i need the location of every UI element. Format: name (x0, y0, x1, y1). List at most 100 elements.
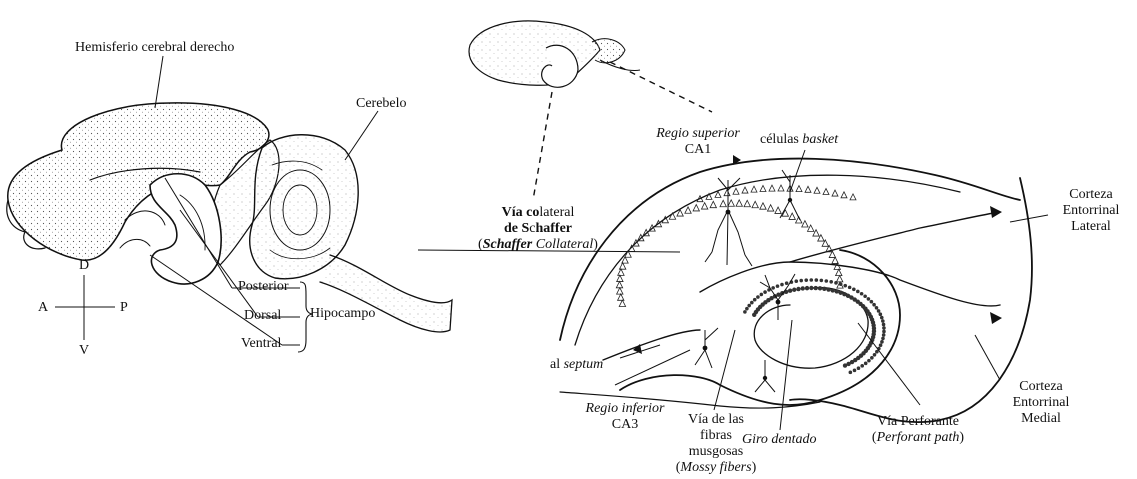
granule-cell-dot (825, 279, 829, 283)
granule-cell-dot (860, 364, 864, 368)
mossy-close: ) (752, 460, 757, 475)
granule-cell-dot (750, 301, 754, 305)
compass-v: V (76, 343, 92, 359)
ca3-code: CA3 (570, 417, 680, 433)
pyramidal-cell-mark (618, 294, 624, 300)
granule-cell-dot (853, 369, 857, 373)
granule-cell-dot (880, 340, 884, 344)
granule-cell-dot (870, 356, 874, 360)
label-ca1: Regio superior CA1 (648, 126, 748, 158)
pyramidal-cell-mark (850, 194, 856, 200)
pyramidal-cell-mark (751, 186, 757, 192)
cortex-medial-2: Entorrinal (1000, 395, 1082, 411)
granule-cell-dot (843, 363, 847, 367)
pyramidal-cell-mark (619, 263, 625, 269)
neuron-somas (703, 198, 793, 380)
right-leader-lines (418, 150, 1048, 430)
granule-cell-dot (882, 326, 886, 330)
granule-cell-dot (809, 278, 813, 282)
granule-cell-dot (856, 290, 860, 294)
cortex-lateral-1: Corteza (1050, 187, 1132, 203)
granule-cell-dot (753, 298, 757, 302)
ca1-region: Regio superior (648, 126, 748, 142)
label-posterior: Posterior (238, 279, 289, 295)
label-hemisphere: Hemisferio cerebral derecho (75, 40, 234, 56)
granule-cell-dot (785, 281, 789, 285)
pyramidal-cell-mark (728, 200, 734, 206)
pyramidal-cell-mark (775, 207, 781, 213)
granule-cell-dot (863, 294, 867, 298)
brain-thumbnail (469, 21, 640, 87)
granule-cell-dot (771, 286, 775, 290)
pyramidal-cell-mark (769, 185, 775, 191)
pyramidal-cell-mark (618, 269, 624, 275)
cortex-medial-3: Medial (1000, 411, 1082, 427)
pyramidal-cell-mark (808, 225, 814, 231)
pyramidal-cell-mark (832, 190, 838, 196)
pyramidal-cell-mark (814, 187, 820, 193)
label-cortex-medial: Corteza Entorrinal Medial (1000, 379, 1082, 427)
pyramidal-cell-mark (744, 200, 750, 206)
granule-cell-dot (879, 343, 883, 347)
compass-d: D (76, 258, 92, 274)
granule-cell-dot (870, 300, 874, 304)
pyramidal-cell-mark (701, 203, 707, 209)
mossy-line1: Vía de las (666, 412, 766, 428)
cortex-lateral-2: Entorrinal (1050, 203, 1132, 219)
granule-cell-dot (882, 323, 886, 327)
schaffer-italic-bold: Schaffer (483, 237, 533, 252)
granule-cell-dot (743, 310, 747, 314)
granule-cell-dot (780, 283, 784, 287)
granule-cell-dot (826, 287, 830, 291)
granule-cell-dot (857, 366, 861, 370)
granule-cell-dot (792, 288, 796, 292)
pyramidal-cell-mark (736, 200, 742, 206)
granule-cell-dot (867, 359, 871, 363)
pyramidal-cell-mark (836, 275, 842, 281)
granule-cell-dot (763, 290, 767, 294)
label-dorsal: Dorsal (244, 308, 281, 324)
hippocampus-shape (150, 174, 221, 284)
pyramidal-cell-mark (685, 207, 691, 213)
pyramidal-cell-mark (802, 221, 808, 227)
granule-cell-dot (809, 286, 813, 290)
label-dentate-gyrus: Giro dentado (742, 432, 817, 448)
pyramidal-cell-mark (752, 201, 758, 207)
brain-drawing (7, 103, 452, 332)
dentate-granule-layer (743, 278, 886, 374)
schaffer-close: ) (593, 237, 598, 252)
label-cerebellum: Cerebelo (356, 96, 407, 112)
label-perforant-path: Vía Perforante (Perforant path) (848, 414, 988, 446)
granule-cell-dot (864, 362, 868, 366)
label-ventral: Ventral (241, 336, 281, 352)
label-schaffer: Vía colateral de Schaffer (Schaffer Coll… (448, 205, 628, 253)
granule-cell-dot (747, 304, 751, 308)
cortex-lateral-3: Lateral (1050, 219, 1132, 235)
granule-cell-dot (880, 316, 884, 320)
granule-cell-dot (881, 337, 885, 341)
pyramidal-cell-mark (616, 281, 622, 287)
septum-italic: septum (564, 357, 604, 372)
pyramidal-cell-mark (834, 263, 840, 269)
ca1-code: CA1 (648, 142, 748, 158)
schaffer-line2: de Schaffer (448, 221, 628, 237)
granule-cell-dot (822, 287, 826, 291)
pyramidal-cell-mark (841, 192, 847, 198)
granule-cell-dot (830, 288, 834, 292)
granule-cell-dot (882, 330, 886, 334)
pyramidal-cell-mark (710, 201, 716, 207)
pyramidal-cell-mark (619, 300, 625, 306)
pyramidal-cell-mark (720, 200, 726, 206)
schaffer-bold-3: haffer (535, 221, 572, 236)
pyramidal-cell-mark (767, 205, 773, 211)
granule-cell-dot (881, 319, 885, 323)
cortex-medial-1: Corteza (1000, 379, 1082, 395)
granule-cell-dot (875, 306, 879, 310)
granule-cell-dot (839, 282, 843, 286)
cerebellum (250, 135, 358, 279)
label-cortex-lateral: Corteza Entorrinal Lateral (1050, 187, 1132, 235)
pyramidal-cell-mark (715, 191, 721, 197)
pyramidal-cell-mark (778, 185, 784, 191)
granule-cell-dot (848, 286, 852, 290)
granule-cell-dot (873, 353, 877, 357)
